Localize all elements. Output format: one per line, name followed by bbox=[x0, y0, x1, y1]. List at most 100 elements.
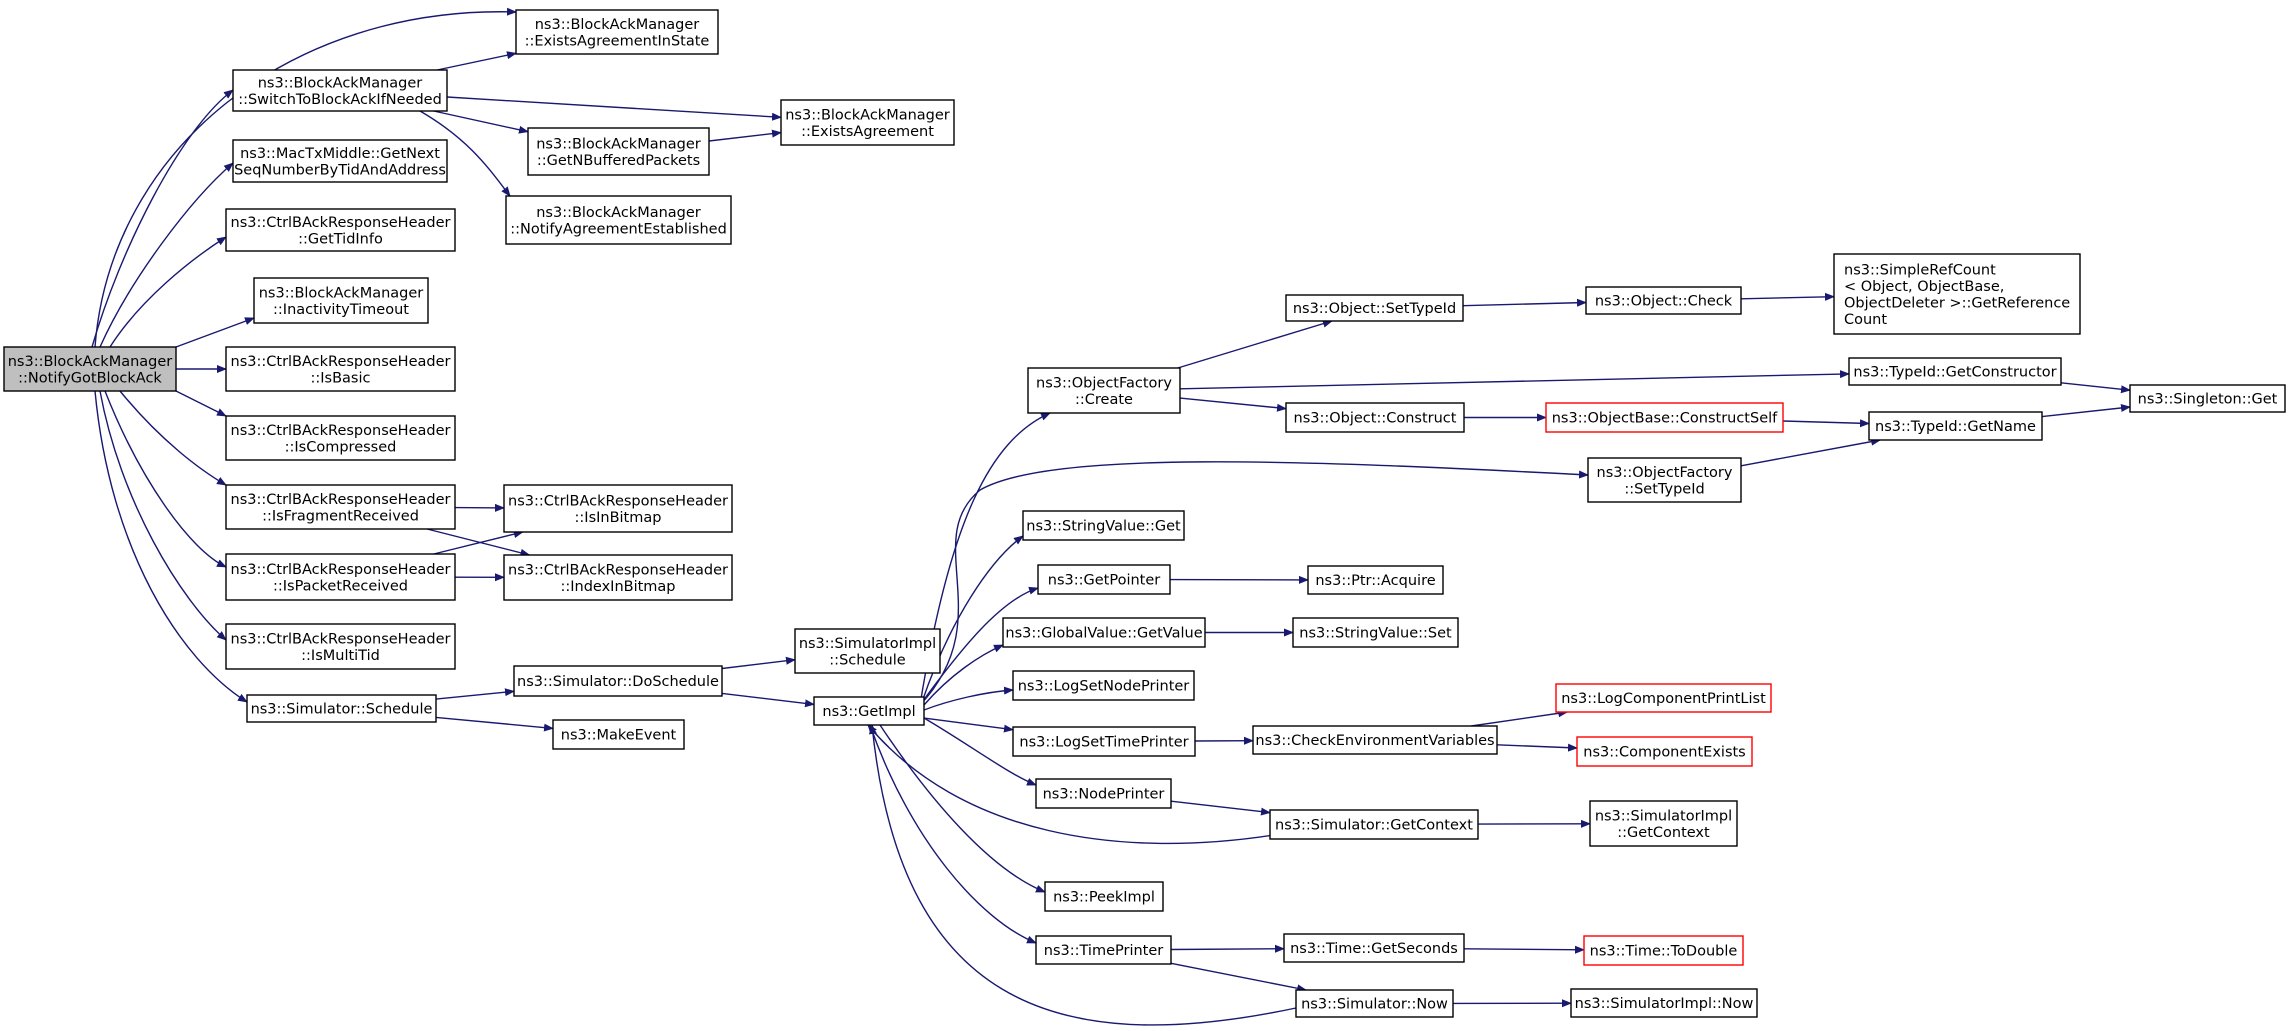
edge-gi-to-np bbox=[923, 717, 1037, 786]
node-label-line: ns3::LogSetNodePrinter bbox=[1018, 679, 1190, 695]
node-eais[interactable]: ns3::BlockAckManager::ExistsAgreementInS… bbox=[515, 9, 719, 55]
node-tgc[interactable]: ns3::TypeId::GetConstructor bbox=[1848, 357, 2062, 386]
node-box bbox=[1307, 565, 1444, 595]
node-box bbox=[1022, 510, 1185, 541]
node-sn[interactable]: ns3::Simulator::Now bbox=[1295, 989, 1454, 1018]
node-it[interactable]: ns3::BlockAckManager::InactivityTimeout bbox=[253, 277, 429, 324]
node-box bbox=[1555, 683, 1772, 713]
node-gvg[interactable]: ns3::GlobalValue::GetValue bbox=[1002, 617, 1206, 648]
node-box bbox=[515, 9, 719, 55]
node-gnbp[interactable]: ns3::BlockAckManager::GetNBufferedPacket… bbox=[527, 127, 710, 176]
node-ssch[interactable]: ns3::Simulator::Schedule bbox=[246, 694, 437, 723]
node-box bbox=[1295, 989, 1454, 1018]
node-tp[interactable]: ns3::TimePrinter bbox=[1035, 935, 1172, 965]
node-box bbox=[225, 484, 456, 530]
node-ocn[interactable]: ns3::Object::Construct bbox=[1285, 402, 1465, 433]
node-label-line: ns3::BlockAckManager bbox=[259, 285, 424, 301]
node-ea[interactable]: ns3::BlockAckManager::ExistsAgreement bbox=[780, 99, 955, 146]
node-sis[interactable]: ns3::SimulatorImpl::Schedule bbox=[794, 628, 941, 674]
edge-cev-to-ce bbox=[1496, 743, 1578, 752]
node-label-line: ns3::Object::SetTypeId bbox=[1293, 301, 1456, 317]
node-sg[interactable]: ns3::Singleton::Get bbox=[2129, 384, 2286, 413]
node-iib[interactable]: ns3::CtrlBAckResponseHeader::IsInBitmap bbox=[503, 484, 733, 533]
node-sds[interactable]: ns3::Simulator::DoSchedule bbox=[513, 665, 723, 697]
node-svg[interactable]: ns3::StringValue::Get bbox=[1022, 510, 1185, 541]
node-ttd[interactable]: ns3::Time::ToDouble bbox=[1583, 935, 1744, 966]
node-label-line: ns3::ObjectFactory bbox=[1597, 465, 1733, 481]
node-box bbox=[1269, 809, 1479, 840]
node-box bbox=[225, 415, 456, 461]
node-label-line: ns3::Ptr::Acquire bbox=[1315, 573, 1435, 589]
node-label-line: ::GetTidInfo bbox=[298, 231, 383, 247]
edge-ssch-to-sds bbox=[435, 688, 515, 700]
node-isb[interactable]: ns3::CtrlBAckResponseHeader::IsBasic bbox=[225, 346, 456, 392]
node-label-line: ns3::TimePrinter bbox=[1044, 943, 1164, 959]
node-lcpl[interactable]: ns3::LogComponentPrintList bbox=[1555, 683, 1772, 713]
edge-gi-to-tp bbox=[869, 724, 1037, 944]
node-iinb[interactable]: ns3::CtrlBAckResponseHeader::IndexInBitm… bbox=[503, 554, 733, 601]
node-label-line: ::IsBasic bbox=[311, 370, 371, 386]
node-label-line: ns3::PeekImpl bbox=[1053, 890, 1155, 906]
node-pa[interactable]: ns3::Ptr::Acquire bbox=[1307, 565, 1444, 595]
node-box bbox=[1570, 988, 1758, 1018]
node-label-line: ns3::Object::Construct bbox=[1294, 411, 1457, 427]
node-gp[interactable]: ns3::GetPointer bbox=[1037, 564, 1171, 595]
node-label-line: ns3::NodePrinter bbox=[1043, 787, 1165, 803]
node-mtm[interactable]: ns3::MacTxMiddle::GetNextSeqNumberByTidA… bbox=[232, 139, 448, 183]
node-box bbox=[1587, 457, 1742, 503]
node-box bbox=[513, 665, 723, 697]
node-ofst[interactable]: ns3::ObjectFactory::SetTypeId bbox=[1587, 457, 1742, 503]
node-ipr[interactable]: ns3::CtrlBAckResponseHeader::IsPacketRec… bbox=[225, 553, 456, 601]
node-sigc[interactable]: ns3::SimulatorImpl::GetContext bbox=[1589, 800, 1738, 847]
node-isc[interactable]: ns3::CtrlBAckResponseHeader::IsCompresse… bbox=[225, 415, 456, 461]
node-lstp[interactable]: ns3::LogSetTimePrinter bbox=[1012, 726, 1196, 757]
node-label-line: ns3::CtrlBAckResponseHeader bbox=[508, 493, 728, 509]
node-ost[interactable]: ns3::Object::SetTypeId bbox=[1285, 294, 1464, 322]
node-ce[interactable]: ns3::ComponentExists bbox=[1576, 736, 1753, 767]
node-tgs[interactable]: ns3::Time::GetSeconds bbox=[1283, 933, 1465, 963]
node-label-line: ns3::BlockAckManager bbox=[535, 17, 700, 33]
node-ofc[interactable]: ns3::ObjectFactory::Create bbox=[1027, 367, 1181, 414]
node-imt[interactable]: ns3::CtrlBAckResponseHeader::IsMultiTid bbox=[225, 623, 456, 670]
node-lsnp[interactable]: ns3::LogSetNodePrinter bbox=[1012, 670, 1195, 701]
node-label-line: ns3::CtrlBAckResponseHeader bbox=[231, 492, 451, 508]
node-nae[interactable]: ns3::BlockAckManager::NotifyAgreementEst… bbox=[505, 195, 732, 245]
node-box bbox=[552, 719, 685, 750]
edge-stba-to-eais bbox=[436, 51, 517, 71]
node-np[interactable]: ns3::NodePrinter bbox=[1035, 778, 1172, 809]
node-label-line: ns3::SimulatorImpl bbox=[1595, 808, 1732, 824]
node-box bbox=[1292, 617, 1459, 648]
node-pi[interactable]: ns3::PeekImpl bbox=[1044, 881, 1164, 912]
node-gti[interactable]: ns3::CtrlBAckResponseHeader::GetTidInfo bbox=[225, 208, 456, 252]
node-label-line: ns3::CtrlBAckResponseHeader bbox=[231, 562, 451, 578]
edge-gi-to-gp bbox=[919, 586, 1039, 706]
node-cev[interactable]: ns3::CheckEnvironmentVariables bbox=[1252, 725, 1498, 755]
node-box bbox=[3, 346, 177, 392]
node-gi[interactable]: ns3::GetImpl bbox=[813, 696, 925, 726]
node-box bbox=[794, 628, 941, 674]
node-sgc[interactable]: ns3::Simulator::GetContext bbox=[1269, 809, 1479, 840]
node-label-line: ns3::TypeId::GetName bbox=[1875, 419, 2036, 435]
node-label-line: ::IndexInBitmap bbox=[560, 579, 675, 595]
node-ifr[interactable]: ns3::CtrlBAckResponseHeader::IsFragmentR… bbox=[225, 484, 456, 530]
node-tgn[interactable]: ns3::TypeId::GetName bbox=[1868, 411, 2043, 441]
node-src[interactable]: ns3::SimpleRefCount< Object, ObjectBase,… bbox=[1833, 253, 2081, 335]
node-root[interactable]: ns3::BlockAckManager::NotifyGotBlockAck bbox=[3, 346, 177, 392]
node-me[interactable]: ns3::MakeEvent bbox=[552, 719, 685, 750]
node-label-line: ::SetTypeId bbox=[1624, 481, 1704, 497]
node-label-line: ns3::SimpleRefCount bbox=[1844, 262, 1996, 278]
node-label-line: ns3::BlockAckManager bbox=[536, 205, 701, 221]
edge-tp-to-tgs bbox=[1170, 944, 1285, 953]
node-label-line: ::NotifyGotBlockAck bbox=[18, 370, 162, 386]
node-oc[interactable]: ns3::Object::Check bbox=[1585, 286, 1742, 315]
node-sin[interactable]: ns3::SimulatorImpl::Now bbox=[1570, 988, 1758, 1018]
node-label-line: ns3::CtrlBAckResponseHeader bbox=[231, 631, 451, 647]
node-svs[interactable]: ns3::StringValue::Set bbox=[1292, 617, 1459, 648]
edge-tp-to-sn bbox=[1170, 962, 1308, 993]
node-label-line: < Object, ObjectBase, bbox=[1844, 279, 2004, 295]
node-label-line: ::SwitchToBlockAckIfNeeded bbox=[238, 92, 442, 108]
node-obc[interactable]: ns3::ObjectBase::ConstructSelf bbox=[1545, 402, 1784, 433]
edge-root-to-eais bbox=[94, 7, 517, 348]
edge-tgc-to-sg bbox=[2060, 382, 2131, 394]
node-stba[interactable]: ns3::BlockAckManager::SwitchToBlockAckIf… bbox=[232, 69, 448, 112]
